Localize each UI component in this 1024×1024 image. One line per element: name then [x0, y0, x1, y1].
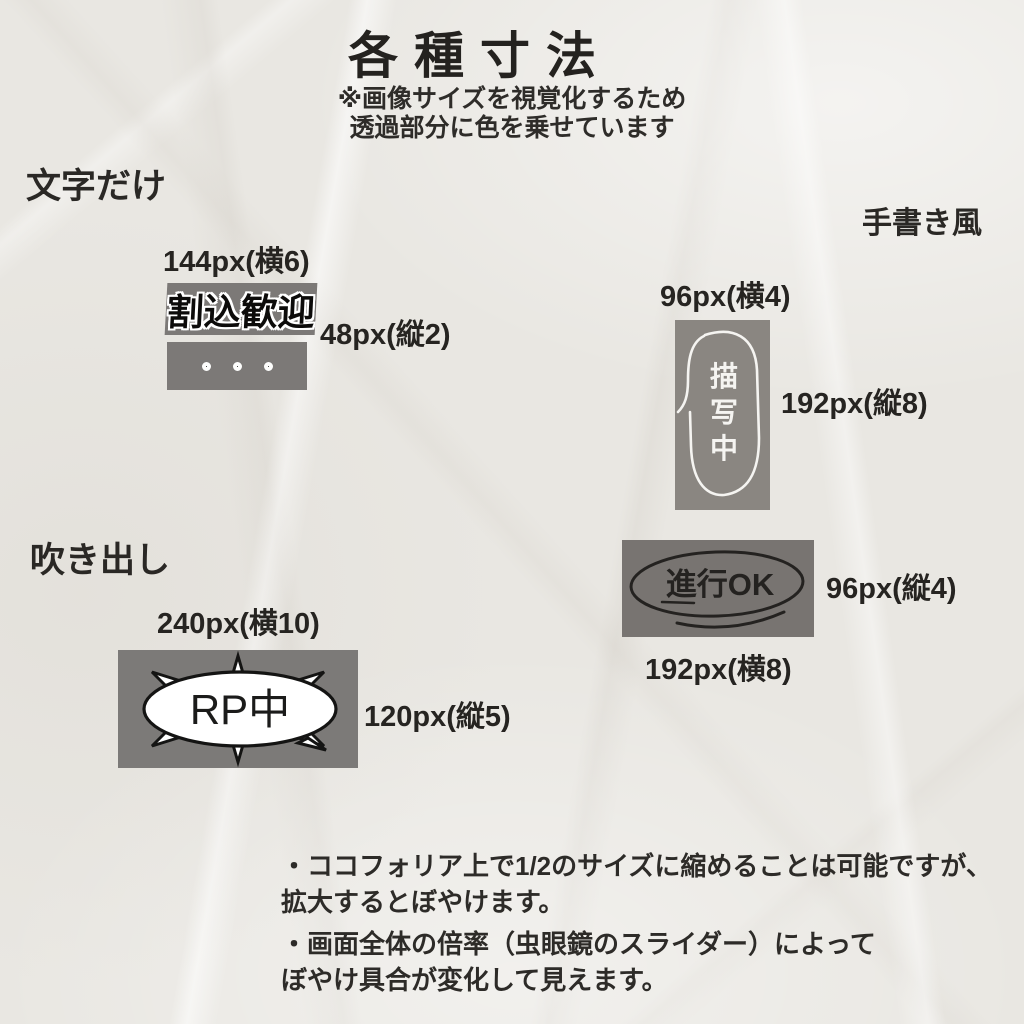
- subtitle-line-1: ※画像サイズを視覚化するため: [337, 85, 687, 113]
- underline-icon: [660, 600, 696, 605]
- speech-bubble-tail-icon: [293, 736, 327, 752]
- section-heading-handwritten: 手書き風: [862, 207, 982, 240]
- rp-bubble-text: RP中: [190, 686, 290, 733]
- section-heading-speech-bubble: 吹き出し: [30, 541, 171, 580]
- subtitle-line-2: 透過部分に色を乗せています: [349, 114, 675, 142]
- text-only-height-label: 48px(縦2): [320, 319, 451, 351]
- progress-ok-text: 進行OK: [666, 567, 775, 602]
- vertical-stamp-char-2: 写: [710, 397, 738, 428]
- circle-mark-icon: [629, 550, 805, 618]
- handwritten-horizontal-height-label: 96px(縦4): [826, 573, 957, 605]
- page-subtitle: ※画像サイズを視覚化するため 透過部分に色を乗せています: [0, 85, 1024, 143]
- note-resize-line-2: 拡大するとぼやけます。: [281, 887, 565, 917]
- handwritten-vertical-width-label: 96px(横4): [660, 281, 791, 313]
- note-resize-line-1: ・ココフォリア上で1/2のサイズに縮めることは可能ですが、: [281, 851, 992, 881]
- dot-icon: [263, 361, 273, 371]
- page-title: 各種寸法: [348, 28, 612, 84]
- speech-bubble-width-label: 240px(横10): [157, 608, 320, 640]
- stamp-interrupt-welcome: 割込歓迎: [164, 283, 318, 335]
- note-zoom: ・画面全体の倍率（虫眼鏡のスライダー）によって ぼやけ具合が変化して見えます。: [281, 926, 876, 998]
- circle-swoosh-icon: [675, 610, 786, 629]
- stamp-progress-ok: 進行OK: [622, 540, 814, 637]
- vertical-stamp-char-3: 中: [710, 433, 738, 464]
- handwritten-horizontal-width-label: 192px(横8): [645, 654, 792, 686]
- vertical-stamp-char-1: 描: [710, 361, 738, 392]
- note-resize: ・ココフォリア上で1/2のサイズに縮めることは可能ですが、 拡大するとぼやけます…: [281, 848, 992, 920]
- stamp-ellipsis-dots: [167, 342, 307, 390]
- speech-bubble-height-label: 120px(縦5): [364, 701, 511, 733]
- speech-bubble-icon: [142, 670, 338, 748]
- stamp-interrupt-welcome-text: 割込歓迎: [165, 293, 316, 334]
- note-zoom-line-2: ぼやけ具合が変化して見えます。: [281, 965, 668, 995]
- stamp-drawing-in-progress: 描 写 中: [675, 320, 770, 510]
- dot-icon: [201, 361, 211, 371]
- handwritten-vertical-height-label: 192px(縦8): [781, 388, 928, 420]
- text-only-width-label: 144px(横6): [163, 246, 310, 278]
- section-heading-text-only: 文字だけ: [26, 167, 167, 206]
- bubble-tail-icon: [676, 334, 706, 414]
- dot-icon: [232, 361, 242, 371]
- stamp-rp-bubble: RP中: [118, 650, 358, 768]
- bubble-outline-icon: [688, 330, 761, 497]
- note-zoom-line-1: ・画面全体の倍率（虫眼鏡のスライダー）によって: [281, 929, 876, 959]
